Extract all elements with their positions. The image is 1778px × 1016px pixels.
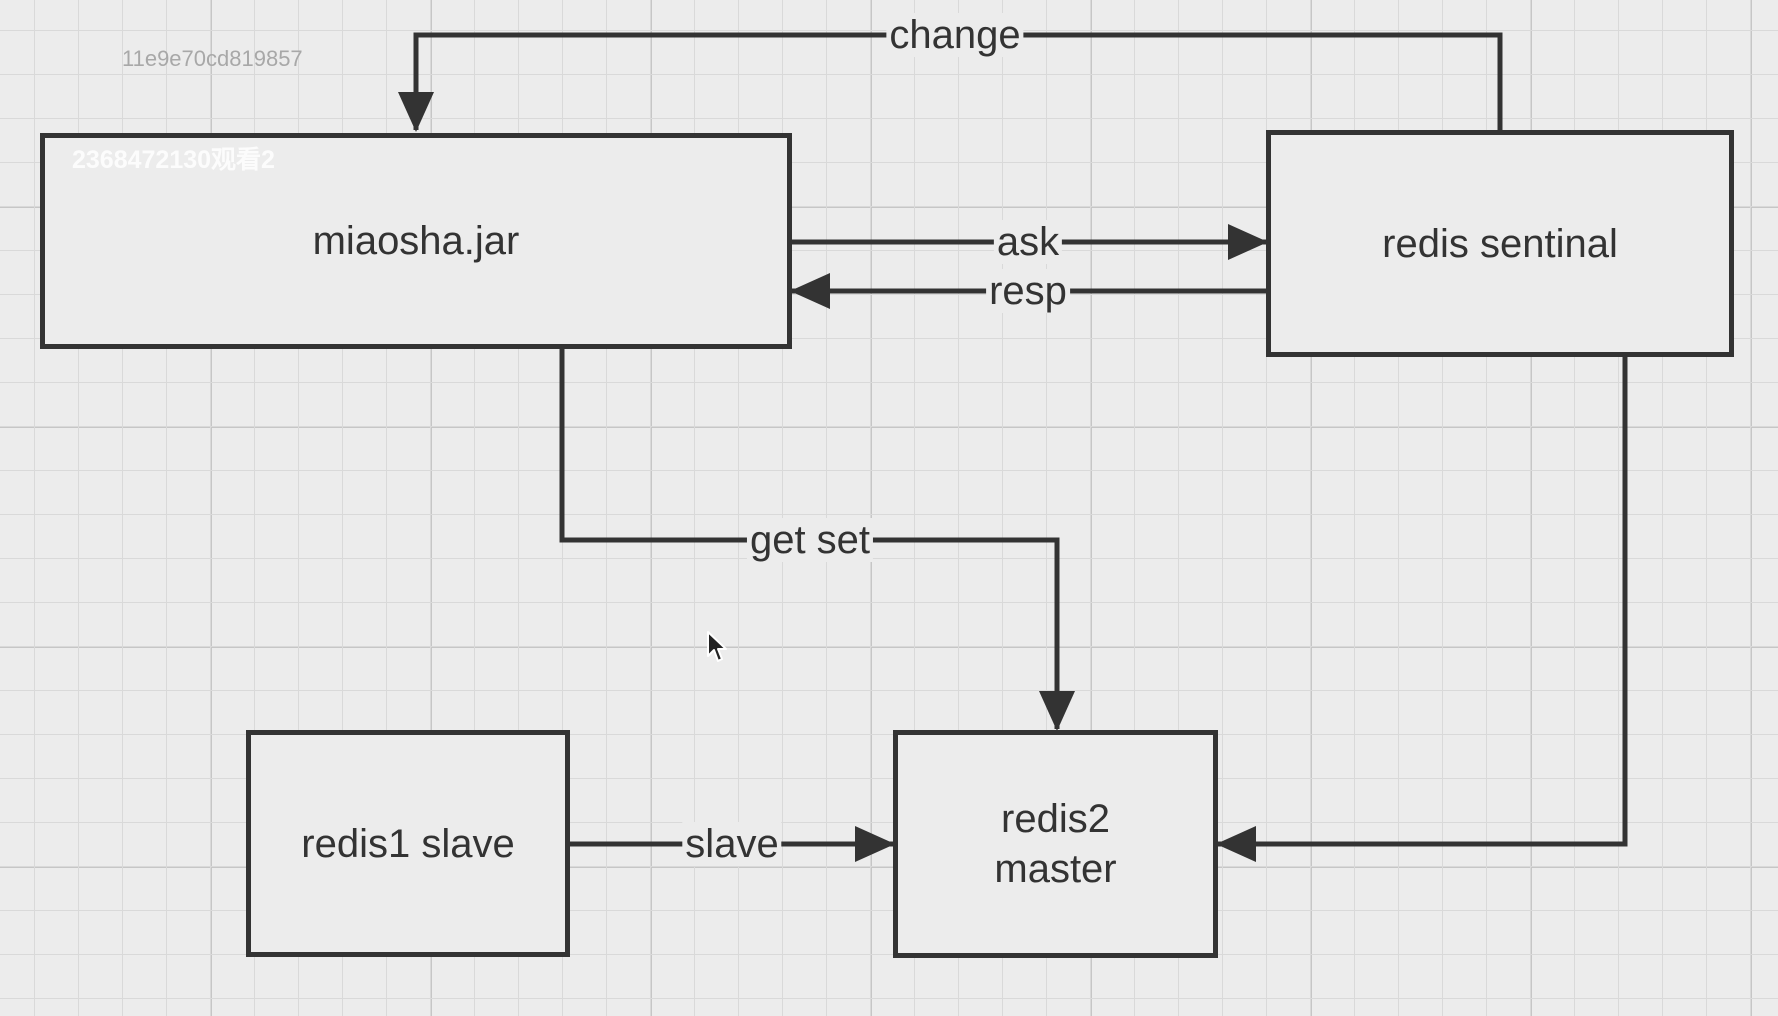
edge-get-set-label[interactable]: get set — [746, 518, 874, 562]
edge-ask-label[interactable]: ask — [993, 220, 1063, 264]
edge-change-label[interactable]: change — [886, 13, 1024, 57]
node-redis2-master[interactable]: redis2 master — [893, 730, 1218, 958]
node-redis-sentinal[interactable]: redis sentinal — [1266, 130, 1734, 357]
edge-sentinel-master-line[interactable] — [1216, 357, 1628, 862]
node-miaosha-jar[interactable]: miaosha.jar — [40, 133, 792, 349]
node-redis-sentinal-label: redis sentinal — [1382, 221, 1618, 266]
node-miaosha-jar-label: miaosha.jar — [312, 219, 520, 263]
edge-slave-label[interactable]: slave — [682, 822, 782, 866]
mouse-pointer-icon — [707, 631, 727, 662]
node-redis2-master-label: redis2 master — [994, 797, 1117, 891]
edge-resp-label[interactable]: resp — [986, 269, 1070, 313]
node-redis1-slave[interactable]: redis1 slave — [246, 730, 570, 957]
viewer-watermark: 2368472130观看2 — [72, 146, 275, 174]
id-watermark: 11e9e70cd819857 — [122, 46, 303, 71]
node-redis1-slave-label: redis1 slave — [301, 821, 515, 866]
